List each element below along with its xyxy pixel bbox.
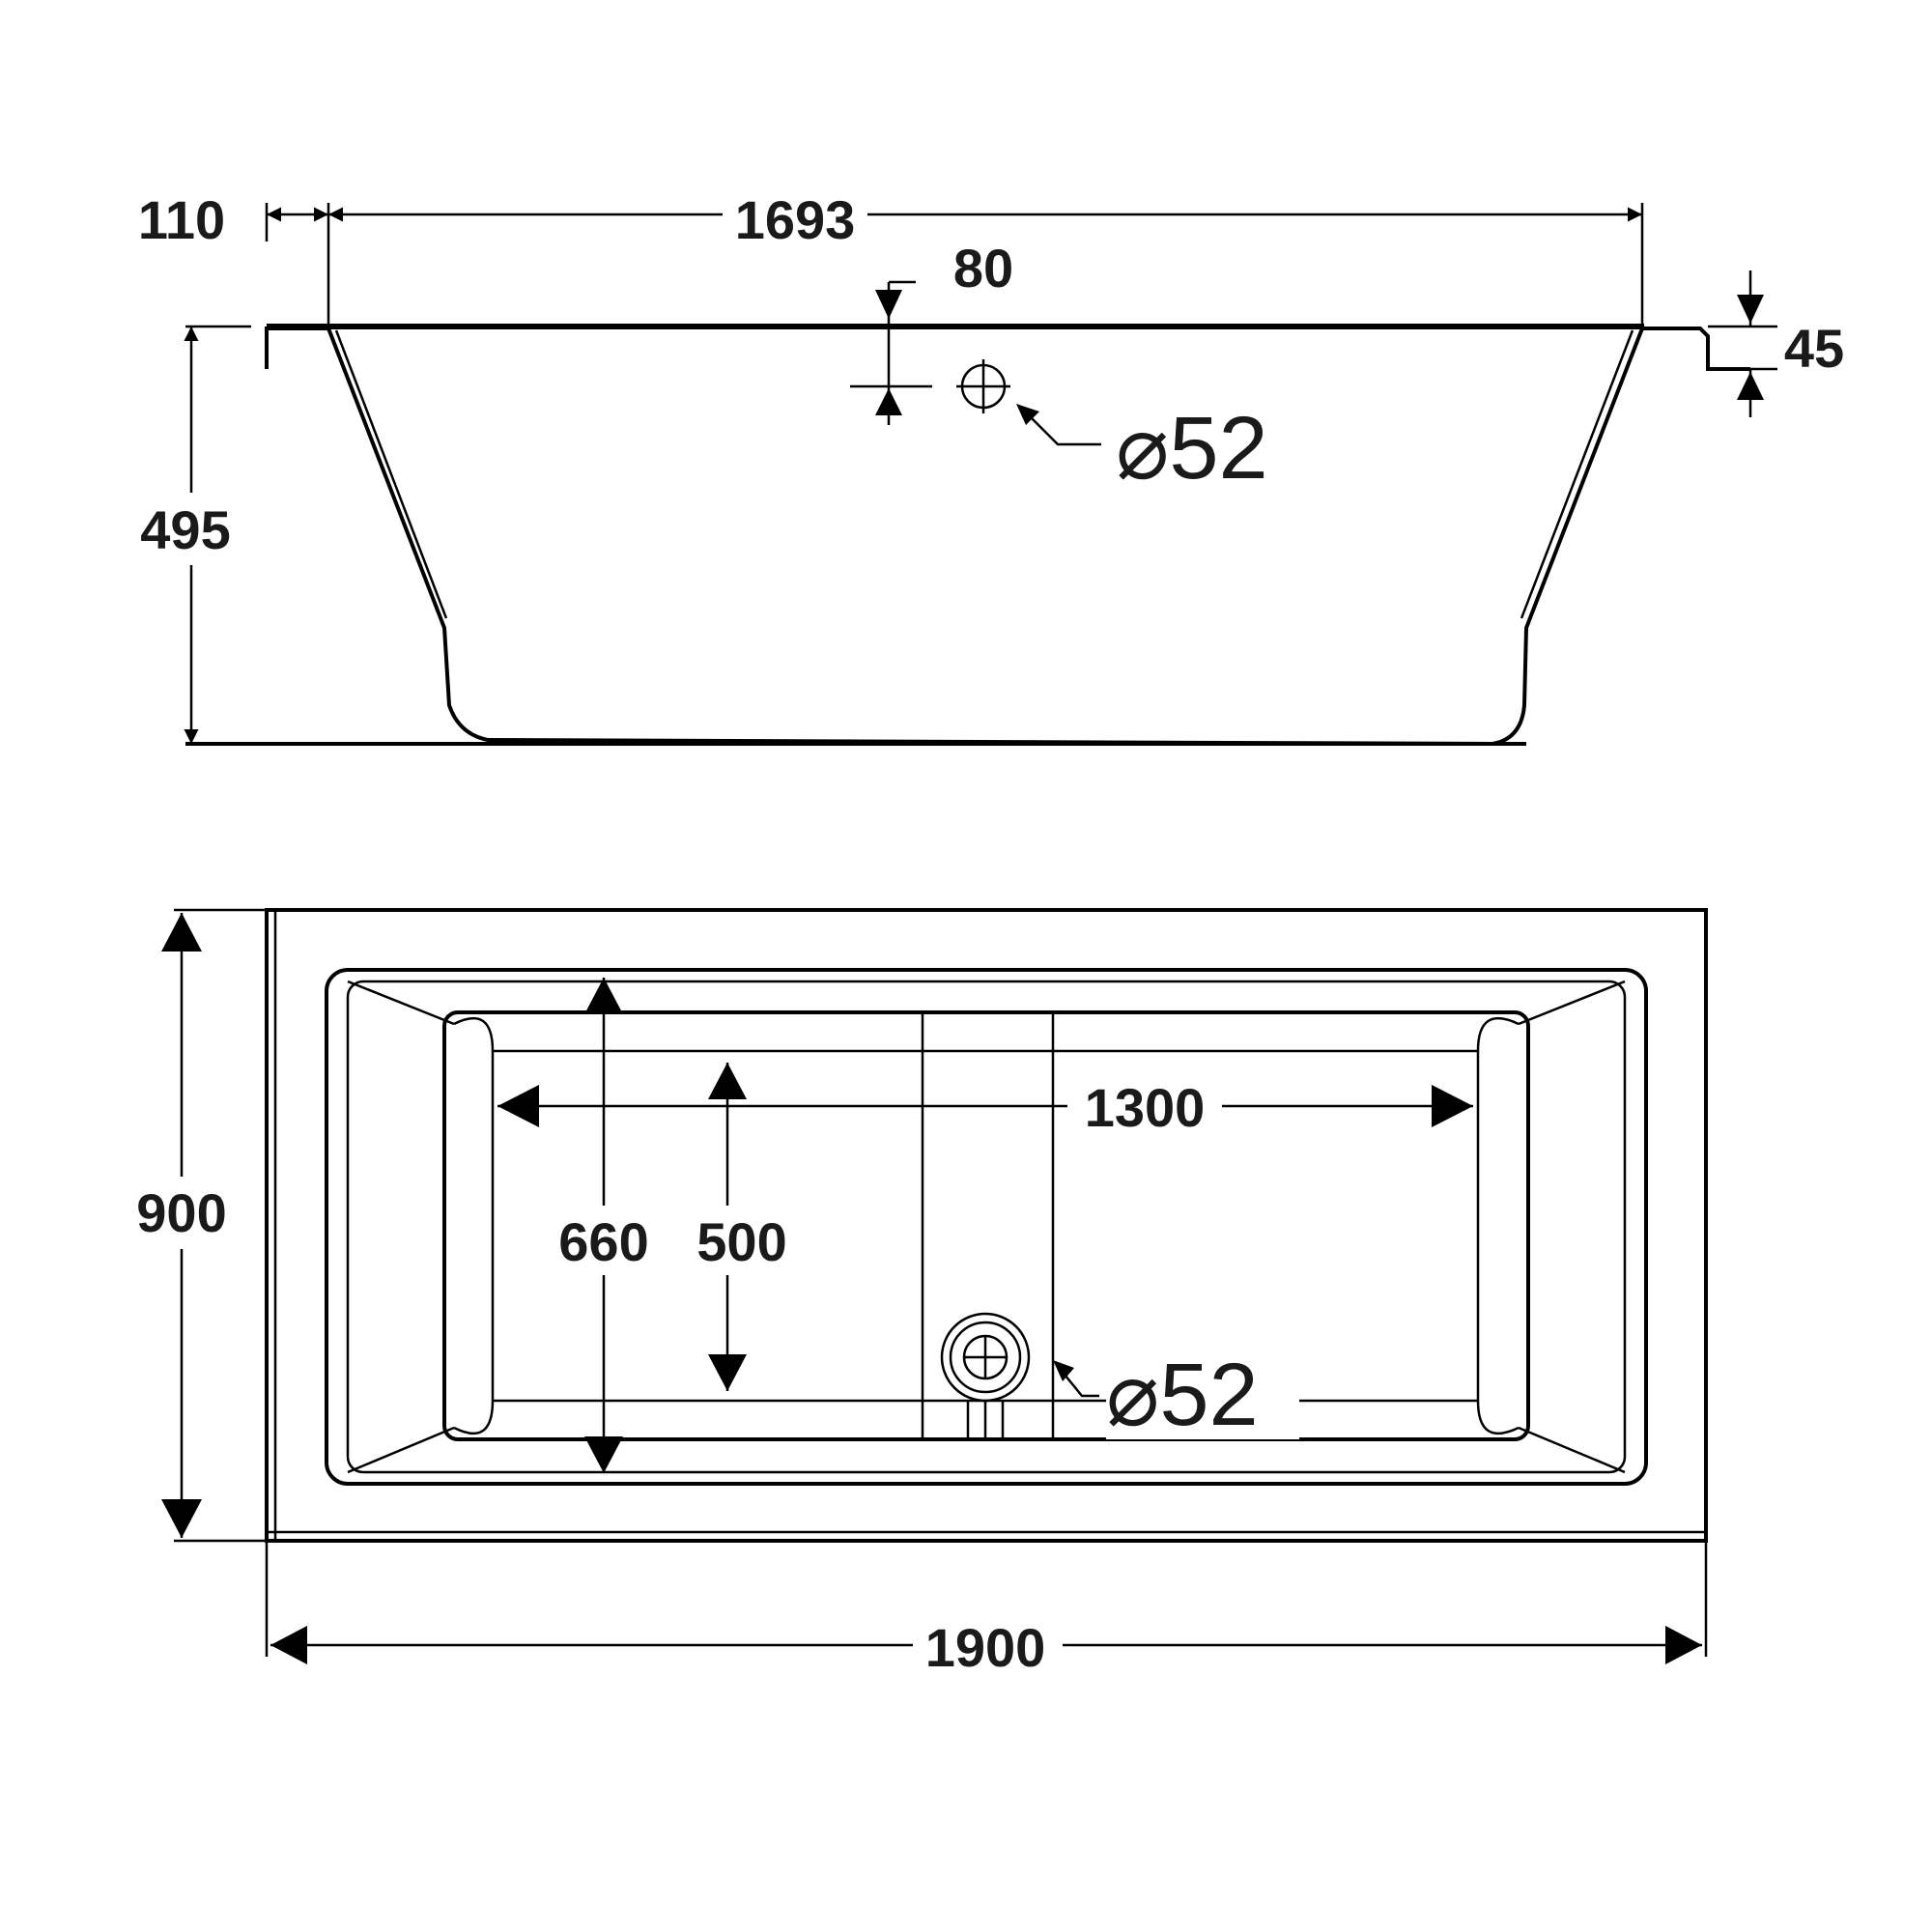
dim-inner-width: 660: [558, 1211, 648, 1272]
dim-bottom-length: 1300: [1085, 1077, 1206, 1138]
dim-overall-length: 1900: [925, 1617, 1046, 1678]
side-view: 1693 110 495 80 ⌀52: [130, 182, 1844, 747]
plan-inner-basin: [325, 968, 1648, 1486]
side-view-tub-wall-inner: [334, 329, 1634, 619]
dim-overflow-offset: 80: [953, 238, 1013, 298]
overflow-diameter-label: ⌀52: [1116, 399, 1268, 497]
side-view-tub-body: [265, 327, 1750, 747]
dim-rim-offset: 110: [138, 189, 225, 250]
plan-view: ⌀52 1300 660 500 900 1900: [126, 908, 1708, 1681]
overflow-hole-icon: [956, 359, 1010, 413]
dim-height: 495: [140, 499, 230, 560]
dim-overall-width: 900: [136, 1182, 226, 1243]
dim-bottom-width: 500: [696, 1211, 786, 1272]
drain-diameter-label: ⌀52: [1106, 1346, 1259, 1444]
dim-rim-thickness: 45: [1784, 318, 1844, 379]
drain-icon: [940, 1312, 1031, 1439]
dim-top-length: 1693: [735, 189, 856, 250]
plan-outer-rim: [265, 908, 1708, 1543]
